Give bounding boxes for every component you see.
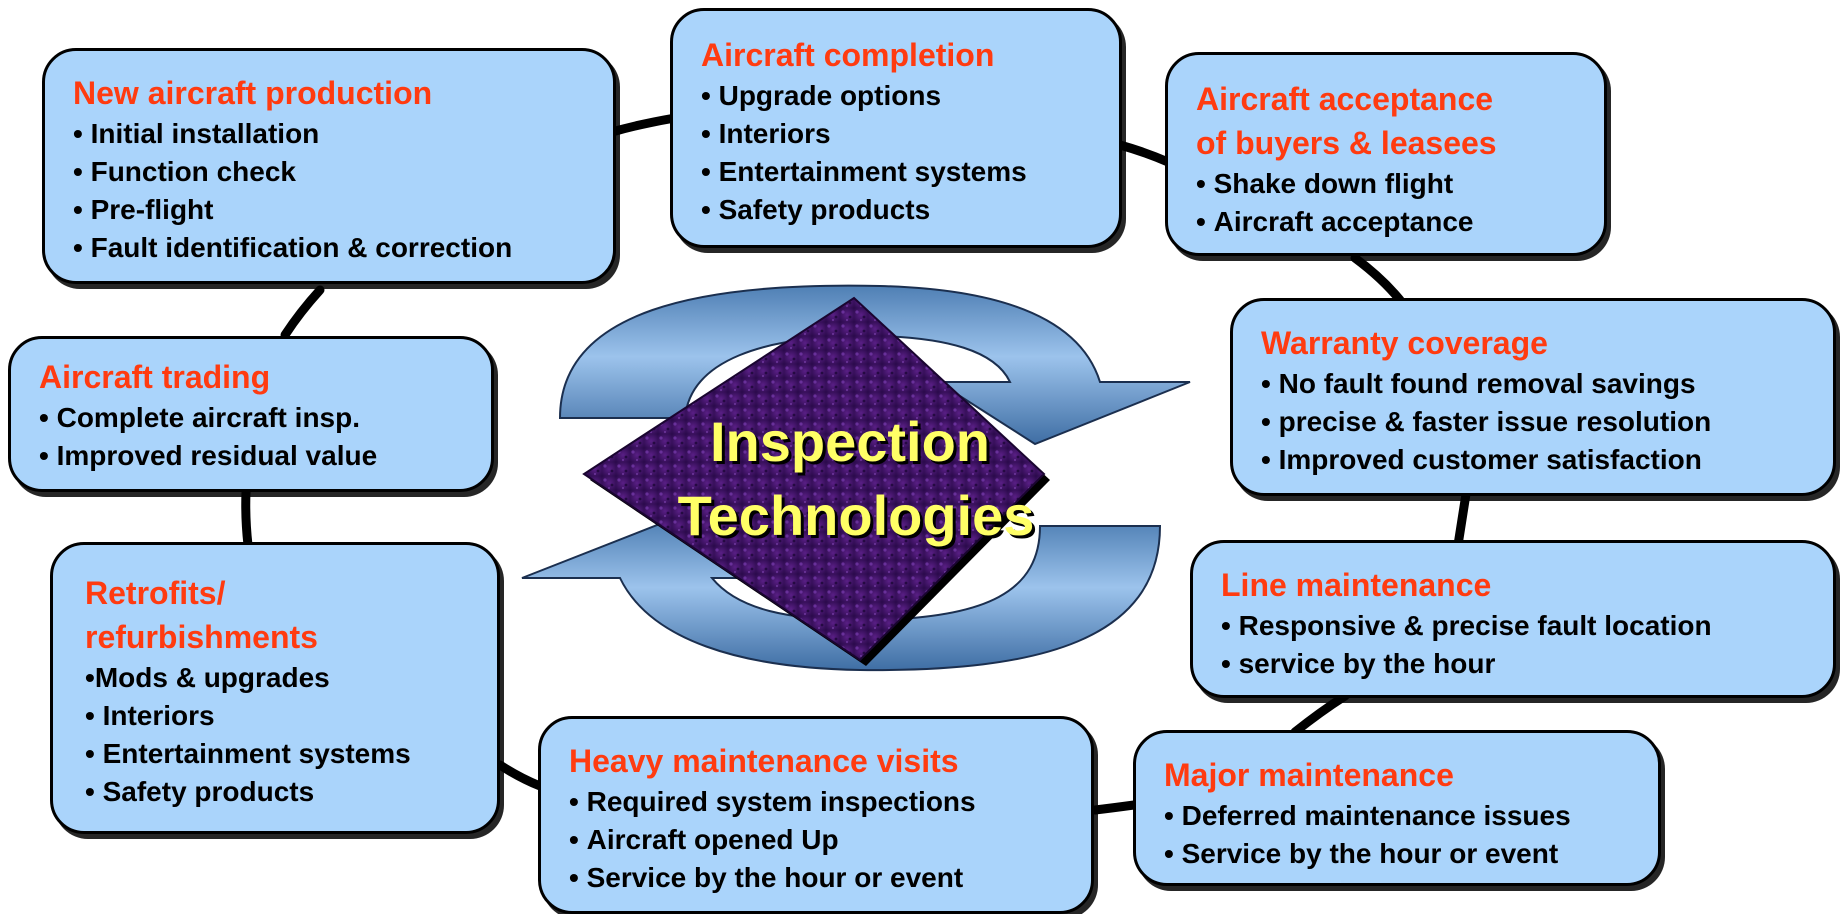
list-item: Interiors [85, 697, 479, 735]
box-new-aircraft-production: New aircraft production Initial installa… [42, 48, 616, 284]
box-title-line2: of buyers & leasees [1196, 125, 1497, 161]
box-title: Line maintenance [1221, 567, 1492, 603]
list-item: Entertainment systems [701, 153, 1101, 191]
connector-completion-acceptance [1115, 140, 1173, 167]
connector-trading-production [280, 285, 325, 340]
list-item: Improved customer satisfaction [1261, 441, 1815, 479]
connector-warranty-line [1453, 489, 1471, 550]
list-item: Initial installation [73, 115, 595, 153]
box-aircraft-acceptance: Aircraft acceptance of buyers & leasees … [1165, 52, 1607, 256]
list-item: Service by the hour or event [1164, 835, 1640, 873]
box-title: Aircraft completion [701, 37, 995, 73]
box-title: Warranty coverage [1261, 325, 1548, 361]
list-item: Responsive & precise fault location [1221, 607, 1815, 645]
box-aircraft-completion: Aircraft completion Upgrade options Inte… [670, 8, 1122, 248]
connector-major-heavy [1090, 800, 1139, 815]
box-heavy-maintenance-visits: Heavy maintenance visits Required system… [538, 716, 1094, 914]
list-item: Service by the hour or event [569, 859, 1073, 897]
list-item: Shake down flight [1196, 165, 1586, 203]
box-title: Aircraft acceptance [1196, 81, 1494, 117]
list-item: Function check [73, 153, 595, 191]
center-title-line1: Inspection [709, 410, 991, 473]
box-title: Heavy maintenance visits [569, 743, 959, 779]
connector-heavy-retrofits [495, 760, 545, 791]
connector-retrofits-trading [241, 487, 253, 550]
box-aircraft-trading: Aircraft trading Complete aircraft insp.… [8, 336, 494, 492]
list-item: service by the hour [1221, 645, 1815, 683]
list-item: Aircraft acceptance [1196, 203, 1586, 241]
box-title: Retrofits/ [85, 575, 226, 611]
box-title: Major maintenance [1164, 757, 1454, 793]
box-retrofits-refurbishments: Retrofits/ refurbishments Mods & upgrade… [50, 542, 500, 834]
box-warranty-coverage: Warranty coverage No fault found removal… [1230, 298, 1836, 496]
list-item: Mods & upgrades [85, 659, 479, 697]
list-item: Fault identification & correction [73, 229, 595, 267]
box-major-maintenance: Major maintenance Deferred maintenance i… [1133, 730, 1661, 886]
connector-production-completion [607, 113, 680, 137]
connector-line-major [1290, 691, 1350, 737]
box-title: New aircraft production [73, 75, 433, 111]
box-line-maintenance: Line maintenance Responsive & precise fa… [1190, 540, 1836, 698]
list-item: Safety products [701, 191, 1101, 229]
list-item: Pre-flight [73, 191, 595, 229]
list-item: Improved residual value [39, 437, 473, 475]
list-item: Upgrade options [701, 77, 1101, 115]
list-item: Interiors [701, 115, 1101, 153]
list-item: No fault found removal savings [1261, 365, 1815, 403]
list-item: Safety products [85, 773, 479, 811]
list-item: Deferred maintenance issues [1164, 797, 1640, 835]
list-item: precise & faster issue resolution [1261, 403, 1815, 441]
list-item: Aircraft opened Up [569, 821, 1073, 859]
center-title-line2: Technologies [677, 484, 1035, 547]
box-title: Aircraft trading [39, 359, 271, 395]
box-title-line2: refurbishments [85, 619, 318, 655]
list-item: Complete aircraft insp. [39, 399, 473, 437]
connector-acceptance-warranty [1350, 253, 1405, 305]
list-item: Required system inspections [569, 783, 1073, 821]
list-item: Entertainment systems [85, 735, 479, 773]
